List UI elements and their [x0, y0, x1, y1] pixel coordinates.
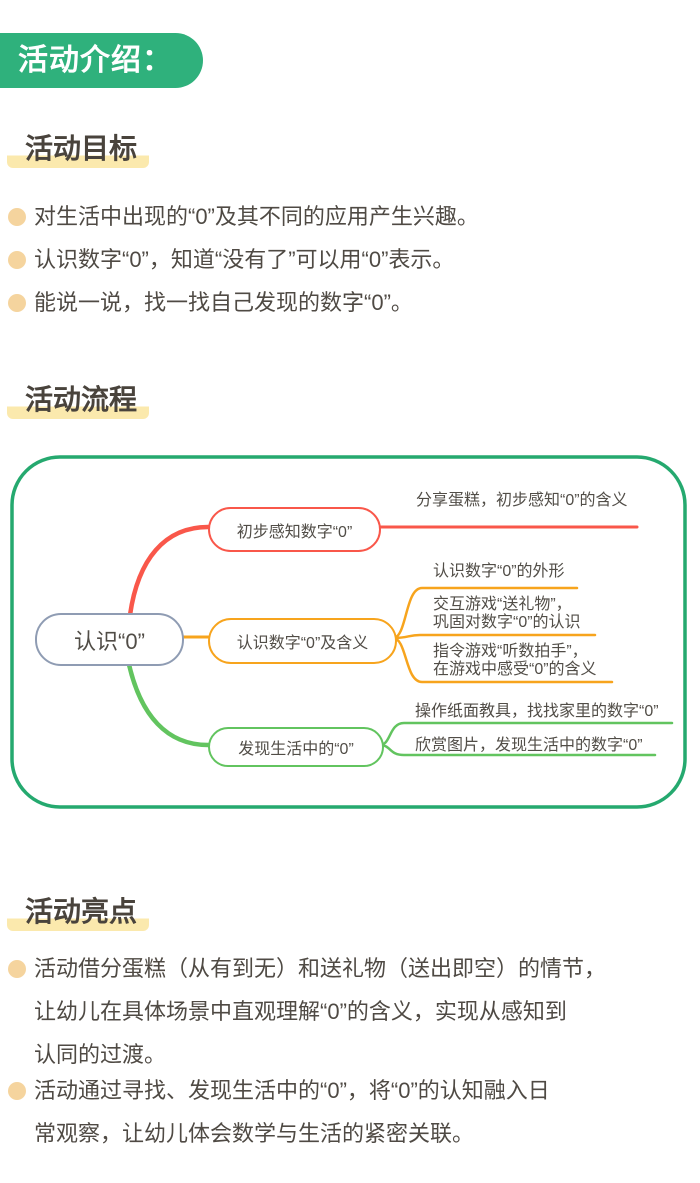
- leaf-line: 巩固对数字“0”的认识: [433, 613, 581, 631]
- mindmap-leaf: 操作纸面教具，找找家里的数字“0”: [415, 703, 659, 721]
- leaf-line: 操作纸面教具，找找家里的数字“0”: [415, 703, 659, 720]
- flow-section-title-text: 活动流程: [7, 384, 150, 419]
- branch-green-curve: [125, 657, 211, 748]
- mindmap-leaf: 欣赏图片，发现生活中的数字“0”: [415, 737, 643, 755]
- leaf-line: 在游戏中感受“0”的含义: [433, 660, 597, 678]
- leaf-line: 认识数字“0”的外形: [433, 563, 565, 580]
- highlight-line: 活动通过寻找、发现生活中的“0”，将“0”的认知融入日: [34, 1078, 550, 1103]
- goals-section-title: 活动目标: [7, 133, 150, 168]
- mindmap-leaf: 指令游戏“听数拍手”， 在游戏中感受“0”的含义: [433, 643, 597, 678]
- branch-yellow-leaf1: [391, 586, 579, 640]
- highlight-line: 让幼儿在具体场景中直观理解“0”的含义，实现从感知到: [34, 999, 567, 1024]
- mindmap-branch-node-1: 初步感知数字“0”: [208, 507, 381, 552]
- mindmap-branch-node-3: 发现生活中的“0”: [208, 727, 384, 767]
- goal-item: 认识数字“0”，知道“没有了”可以用“0”表示。: [34, 247, 455, 272]
- highlight-item: 活动借分蛋糕（从有到无）和送礼物（送出即空）的情节， 让幼儿在具体场景中直观理解…: [34, 947, 684, 1076]
- highlights-section-title-text: 活动亮点: [7, 896, 150, 931]
- leaf-line: 指令游戏“听数拍手”，: [433, 643, 588, 660]
- highlight-item: 活动通过寻找、发现生活中的“0”，将“0”的认知融入日 常观察，让幼儿体会数学与…: [34, 1069, 684, 1155]
- flow-section-title: 活动流程: [7, 384, 150, 419]
- intro-badge: 活动介绍：: [0, 33, 203, 88]
- mindmap-leaf: 分享蛋糕，初步感知“0”的含义: [416, 492, 628, 510]
- leaf-line: 欣赏图片，发现生活中的数字“0”: [415, 737, 643, 754]
- mindmap-branch-node-2: 认识数字“0”及含义: [208, 618, 397, 664]
- branch-yellow-leaf2: [391, 633, 597, 640]
- goal-bullet-dot: [8, 251, 26, 269]
- leaf-line: 交互游戏“送礼物”，: [433, 596, 572, 613]
- highlight-line: 活动借分蛋糕（从有到无）和送礼物（送出即空）的情节，: [34, 956, 607, 981]
- highlight-line: 常观察，让幼儿体会数学与生活的紧密关联。: [34, 1121, 475, 1146]
- mindmap-leaf: 认识数字“0”的外形: [433, 563, 565, 581]
- mindmap-border: [10, 455, 687, 809]
- highlight-bullet-dot: [8, 1082, 26, 1100]
- mindmap-connectors: [10, 455, 687, 809]
- goal-item: 对生活中出现的“0”及其不同的应用产生兴趣。: [34, 204, 479, 229]
- goal-bullet-dot: [8, 294, 26, 312]
- mindmap-root-node: 认识“0”: [35, 613, 184, 666]
- leaf-line: 分享蛋糕，初步感知“0”的含义: [416, 492, 628, 509]
- branch-red-curve: [127, 524, 211, 618]
- highlight-bullet-dot: [8, 960, 26, 978]
- goals-section-title-text: 活动目标: [7, 133, 150, 168]
- mindmap: 认识“0” 初步感知数字“0” 认识数字“0”及含义 发现生活中的“0” 分享蛋…: [10, 455, 687, 809]
- goal-bullet-dot: [8, 208, 26, 226]
- branch-yellow-leaf3: [391, 636, 614, 684]
- mindmap-leaf: 交互游戏“送礼物”， 巩固对数字“0”的认识: [433, 596, 581, 631]
- highlight-line: 认同的过渡。: [34, 1042, 167, 1067]
- intro-badge-label: 活动介绍：: [18, 44, 173, 77]
- goal-item: 能说一说，找一找自己发现的数字“0”。: [34, 290, 413, 315]
- highlights-section-title: 活动亮点: [7, 896, 150, 931]
